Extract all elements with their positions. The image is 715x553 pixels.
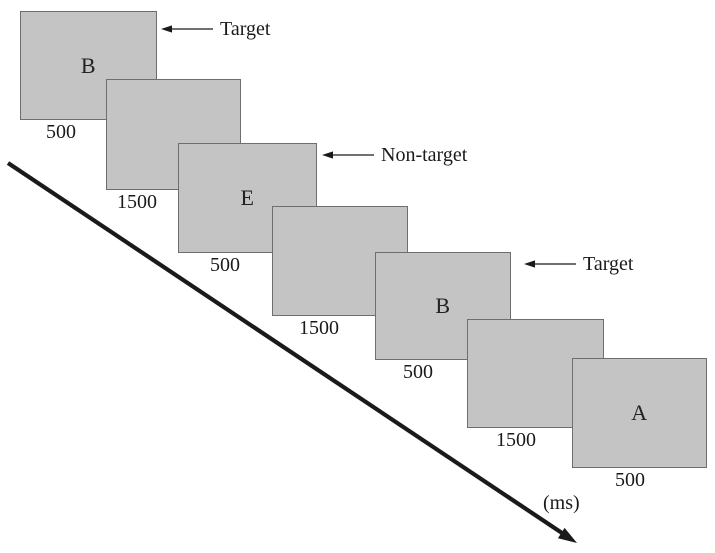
stimulus-letter: A	[631, 400, 648, 425]
stimulus-letter: B	[80, 52, 97, 78]
duration-label: 500	[210, 254, 240, 276]
duration-label: 500	[615, 469, 645, 491]
duration-label: 500	[46, 121, 76, 143]
annotation-label: Non-target	[381, 144, 468, 166]
duration-label: 1500	[117, 191, 157, 213]
left-arrow-icon	[524, 260, 576, 268]
stimulus-card: A 500	[572, 358, 707, 491]
left-arrow-icon	[322, 151, 374, 159]
stimulus-letter: E	[240, 185, 255, 210]
annotation-nontarget: Non-target	[322, 145, 467, 165]
annotation-target-1: Target	[161, 19, 270, 39]
stimulus-letter: B	[435, 293, 451, 318]
time-unit-label: (ms)	[543, 492, 580, 514]
duration-label: 1500	[299, 317, 339, 339]
duration-label: 1500	[496, 429, 536, 451]
duration-label: 500	[403, 361, 433, 383]
annotation-label: Target	[583, 253, 634, 275]
annotation-target-2: Target	[524, 254, 633, 274]
left-arrow-icon	[161, 25, 213, 33]
annotation-label: Target	[220, 18, 271, 40]
